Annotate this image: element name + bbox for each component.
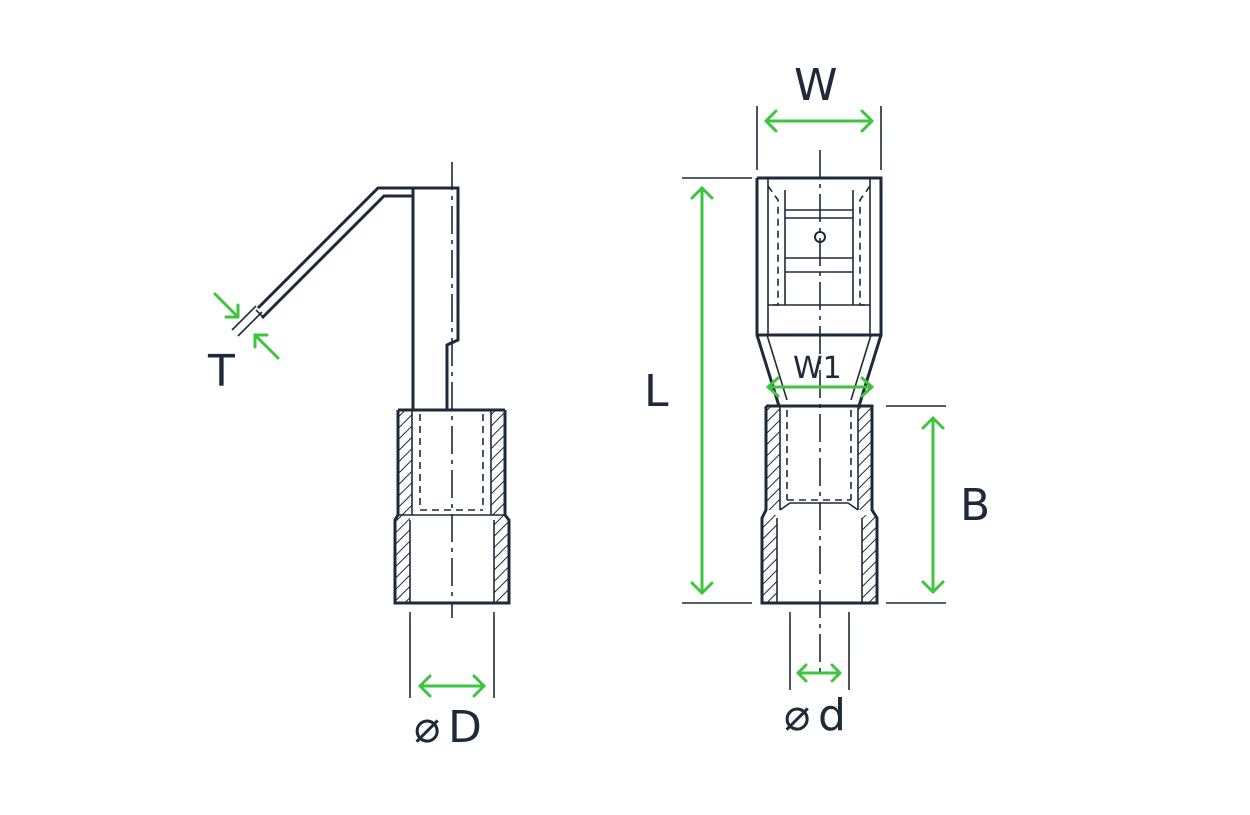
sleeve-wall-left-upper xyxy=(398,410,412,515)
label-d: d xyxy=(818,690,846,741)
diameter-symbol-D: ⌀ xyxy=(414,702,441,753)
sleeve-outline xyxy=(393,410,511,605)
sleeve2-wall-right-upper xyxy=(858,406,872,510)
dimension-B xyxy=(921,416,945,594)
dimension-d xyxy=(796,663,842,683)
flag-tab-outer xyxy=(256,186,460,410)
label-B: B xyxy=(960,480,990,531)
label-W: W xyxy=(794,60,838,111)
sleeve2-outline xyxy=(760,404,879,605)
dimension-W1 xyxy=(766,376,874,398)
receptacle-hidden-left xyxy=(767,185,779,306)
label-W1: W1 xyxy=(793,351,842,386)
dimension-T xyxy=(213,292,280,360)
receptacle-hidden-right xyxy=(859,185,871,306)
diameter-symbol-d: ⌀ xyxy=(784,690,811,741)
side-view: ⌀ D T xyxy=(207,162,511,753)
sleeve2-wall-right-lower xyxy=(862,515,876,603)
dimension-L xyxy=(690,186,714,595)
dimension-W xyxy=(764,109,874,133)
flag-tab-inner xyxy=(260,194,415,410)
sleeve-wall-right-lower xyxy=(494,515,508,603)
label-T: T xyxy=(207,346,235,397)
detent-dimple xyxy=(814,231,826,243)
dimension-D xyxy=(418,674,486,698)
sleeve-wall-right-upper xyxy=(491,410,505,515)
taper-inner-right xyxy=(850,334,872,401)
taper-inner-left xyxy=(766,334,788,401)
top-view: W W1 L B ⌀ d xyxy=(644,60,990,741)
label-D: D xyxy=(448,702,482,753)
label-L: L xyxy=(644,366,669,417)
sleeve2-wall-left-upper xyxy=(766,406,780,510)
sleeve2-step xyxy=(779,502,859,511)
receptacle-outline xyxy=(755,176,883,337)
sleeve-wall-left-lower xyxy=(396,515,410,603)
sleeve2-wall-left-lower xyxy=(763,515,777,603)
